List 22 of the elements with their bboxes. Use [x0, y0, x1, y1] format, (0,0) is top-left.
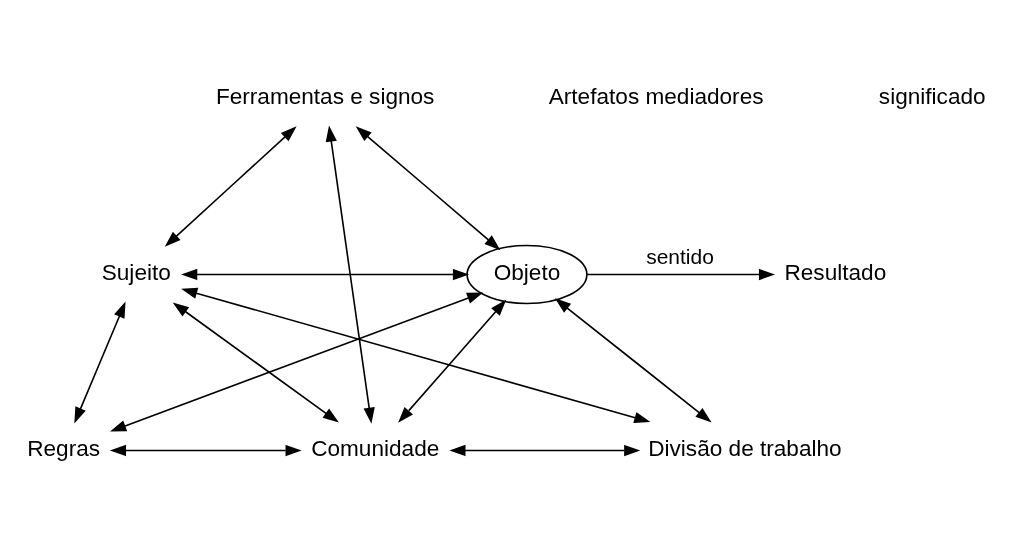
node-text: Comunidade	[311, 436, 440, 462]
node-text: Sujeito	[101, 260, 171, 286]
node-text: Divisão de trabalho	[648, 436, 842, 462]
arrow	[181, 268, 470, 281]
arrow	[164, 126, 297, 247]
arrow	[110, 292, 484, 432]
arrow	[398, 299, 507, 423]
node-text: Resultado	[784, 260, 887, 286]
arrow	[74, 301, 126, 424]
label: significado	[878, 84, 986, 110]
arrow	[449, 444, 641, 457]
arrow	[172, 302, 339, 423]
node-text: Ferramentas e signos	[215, 84, 435, 110]
arrow	[355, 126, 501, 251]
arrow	[554, 298, 712, 423]
arrow	[586, 268, 776, 281]
arrow	[325, 125, 375, 424]
label: Artefatos mediadores	[548, 84, 764, 110]
arrow	[181, 287, 651, 424]
edge-label: sentido	[646, 244, 714, 268]
arrow	[109, 444, 302, 457]
node-text: Regras	[27, 436, 101, 462]
